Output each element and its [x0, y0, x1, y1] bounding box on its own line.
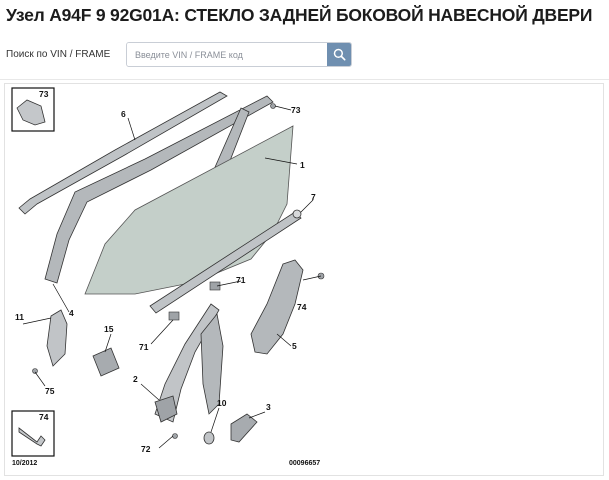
- callout-1: 1: [300, 160, 305, 170]
- callout-73-inset: 73: [39, 89, 49, 99]
- vin-search-label: Поиск по VIN / FRAME: [6, 49, 111, 60]
- diagram-date-code: 10/2012: [12, 460, 37, 467]
- clip-part-71-b[interactable]: [209, 281, 221, 291]
- callout-5: 5: [292, 341, 297, 351]
- screw-part-72-small[interactable]: [172, 433, 178, 439]
- callout-74-right: 74: [297, 302, 307, 312]
- clip-part-73-icon: [16, 99, 46, 126]
- callout-3: 3: [266, 402, 271, 412]
- weatherstrip-part-6[interactable]: [18, 91, 228, 215]
- diagram-id-code: 00096657: [289, 460, 320, 467]
- regulator-bracket-part-5[interactable]: [250, 259, 304, 355]
- crank-handle-part-3[interactable]: [230, 413, 258, 443]
- page-title: Узел A94F 9 92G01A: СТЕКЛО ЗАДНЕЙ БОКОВО…: [6, 5, 593, 25]
- screw-part-74-icon: [18, 427, 46, 447]
- leader-lines: [22, 105, 322, 449]
- regulator-arm-part-2[interactable]: [200, 313, 224, 415]
- vin-search-box: [126, 42, 352, 67]
- callout-71-right: 71: [236, 275, 246, 285]
- callout-73: 73: [291, 105, 301, 115]
- clip-part-71-a[interactable]: [168, 311, 180, 321]
- search-icon: [333, 48, 346, 61]
- callout-74-inset: 74: [39, 412, 49, 422]
- washer-part-10[interactable]: [203, 431, 215, 445]
- parts-diagram: 73 6 73 1 7 71 74 5 4 11 15 71 75 2 10 3…: [4, 83, 604, 476]
- screw-part-75-small[interactable]: [32, 368, 38, 374]
- header-divider: [0, 79, 609, 80]
- callout-2: 2: [133, 374, 138, 384]
- callout-11: 11: [15, 312, 24, 322]
- callout-75: 75: [45, 386, 55, 396]
- belt-strip-end-cap: [292, 209, 302, 219]
- switch-part-15[interactable]: [92, 347, 120, 377]
- inset-box-74: [11, 410, 55, 457]
- callout-7: 7: [311, 192, 316, 202]
- vin-search-input[interactable]: [127, 43, 327, 66]
- callout-15: 15: [104, 324, 114, 334]
- callout-4: 4: [69, 308, 74, 318]
- callout-71-left: 71: [139, 342, 149, 352]
- callout-72: 72: [141, 444, 151, 454]
- belt-strip-part-7[interactable]: [149, 211, 302, 314]
- callout-10: 10: [217, 398, 227, 408]
- run-channel-part-4[interactable]: [44, 95, 274, 284]
- callout-6: 6: [121, 109, 126, 119]
- parts-diagram-drawing: 73 6 73 1 7 71 74 5 4 11 15 71 75 2 10 3…: [11, 87, 325, 467]
- bracket-part-11[interactable]: [46, 309, 68, 367]
- regulator-motor-part-2: [154, 395, 178, 423]
- search-button[interactable]: [327, 43, 351, 66]
- screw-part-73-small[interactable]: [270, 103, 276, 109]
